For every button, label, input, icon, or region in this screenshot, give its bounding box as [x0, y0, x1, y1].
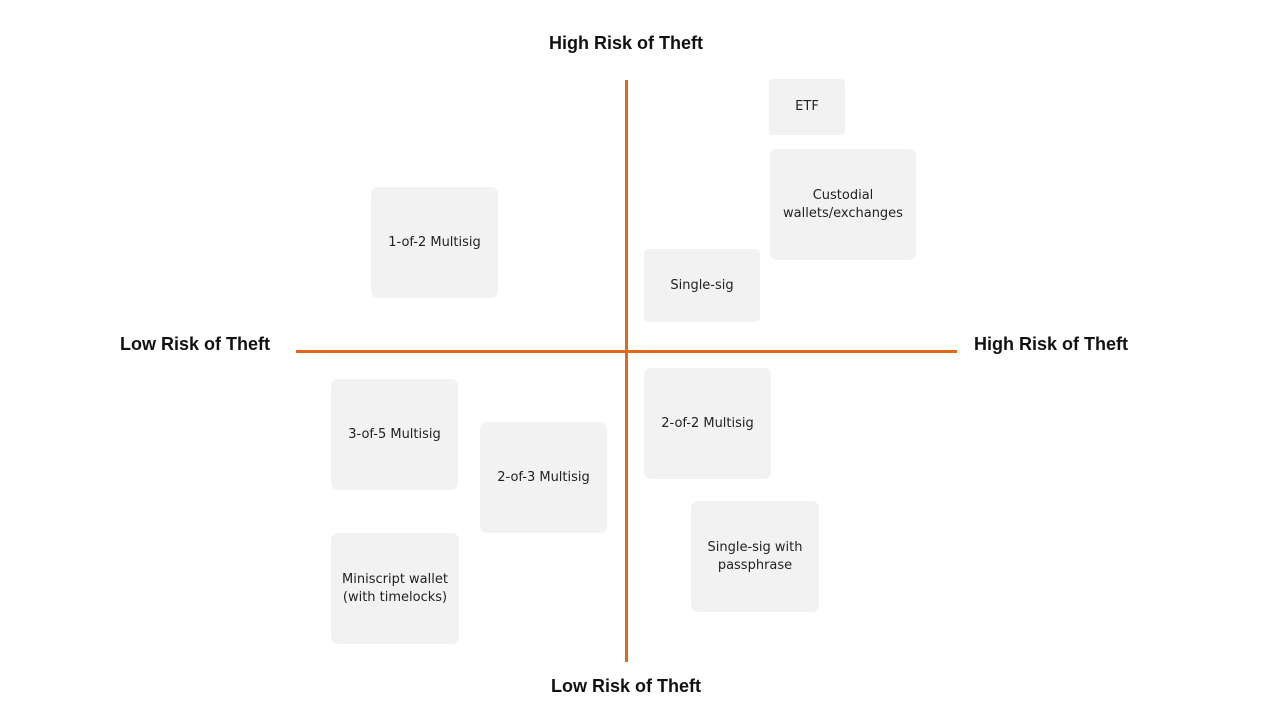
card-1-of-2-multisig-label: 1-of-2 Multisig: [388, 234, 481, 250]
horizontal-axis-line: [296, 350, 957, 353]
axis-label-top: High Risk of Theft: [549, 33, 703, 53]
card-custodial-wallets-label: Custodial wallets/exchanges: [783, 187, 903, 221]
axis-label-left: Low Risk of Theft: [120, 334, 270, 354]
card-miniscript-wallet-label: Miniscript wallet (with timelocks): [342, 571, 448, 605]
card-single-sig-with-passphrase-label: Single-sig with passphrase: [707, 539, 803, 573]
card-3-of-5-multisig: 3-of-5 Multisig: [331, 379, 458, 490]
vertical-axis-line: [625, 80, 628, 662]
card-etf: ETF: [769, 79, 845, 135]
card-single-sig: Single-sig: [644, 249, 760, 322]
card-etf-label: ETF: [795, 99, 819, 114]
card-1-of-2-multisig: 1-of-2 Multisig: [371, 187, 498, 298]
card-2-of-3-multisig-label: 2-of-3 Multisig: [497, 469, 590, 485]
card-miniscript-wallet: Miniscript wallet (with timelocks): [331, 533, 459, 644]
card-single-sig-with-passphrase: Single-sig with passphrase: [691, 501, 819, 612]
card-2-of-2-multisig-label: 2-of-2 Multisig: [661, 415, 754, 431]
card-2-of-2-multisig: 2-of-2 Multisig: [644, 368, 771, 479]
card-3-of-5-multisig-label: 3-of-5 Multisig: [348, 426, 441, 442]
axis-label-right: High Risk of Theft: [974, 334, 1128, 354]
card-2-of-3-multisig: 2-of-3 Multisig: [480, 422, 607, 533]
axis-label-bottom: Low Risk of Theft: [551, 676, 701, 696]
card-custodial-wallets: Custodial wallets/exchanges: [770, 149, 916, 260]
card-single-sig-label: Single-sig: [670, 277, 734, 293]
